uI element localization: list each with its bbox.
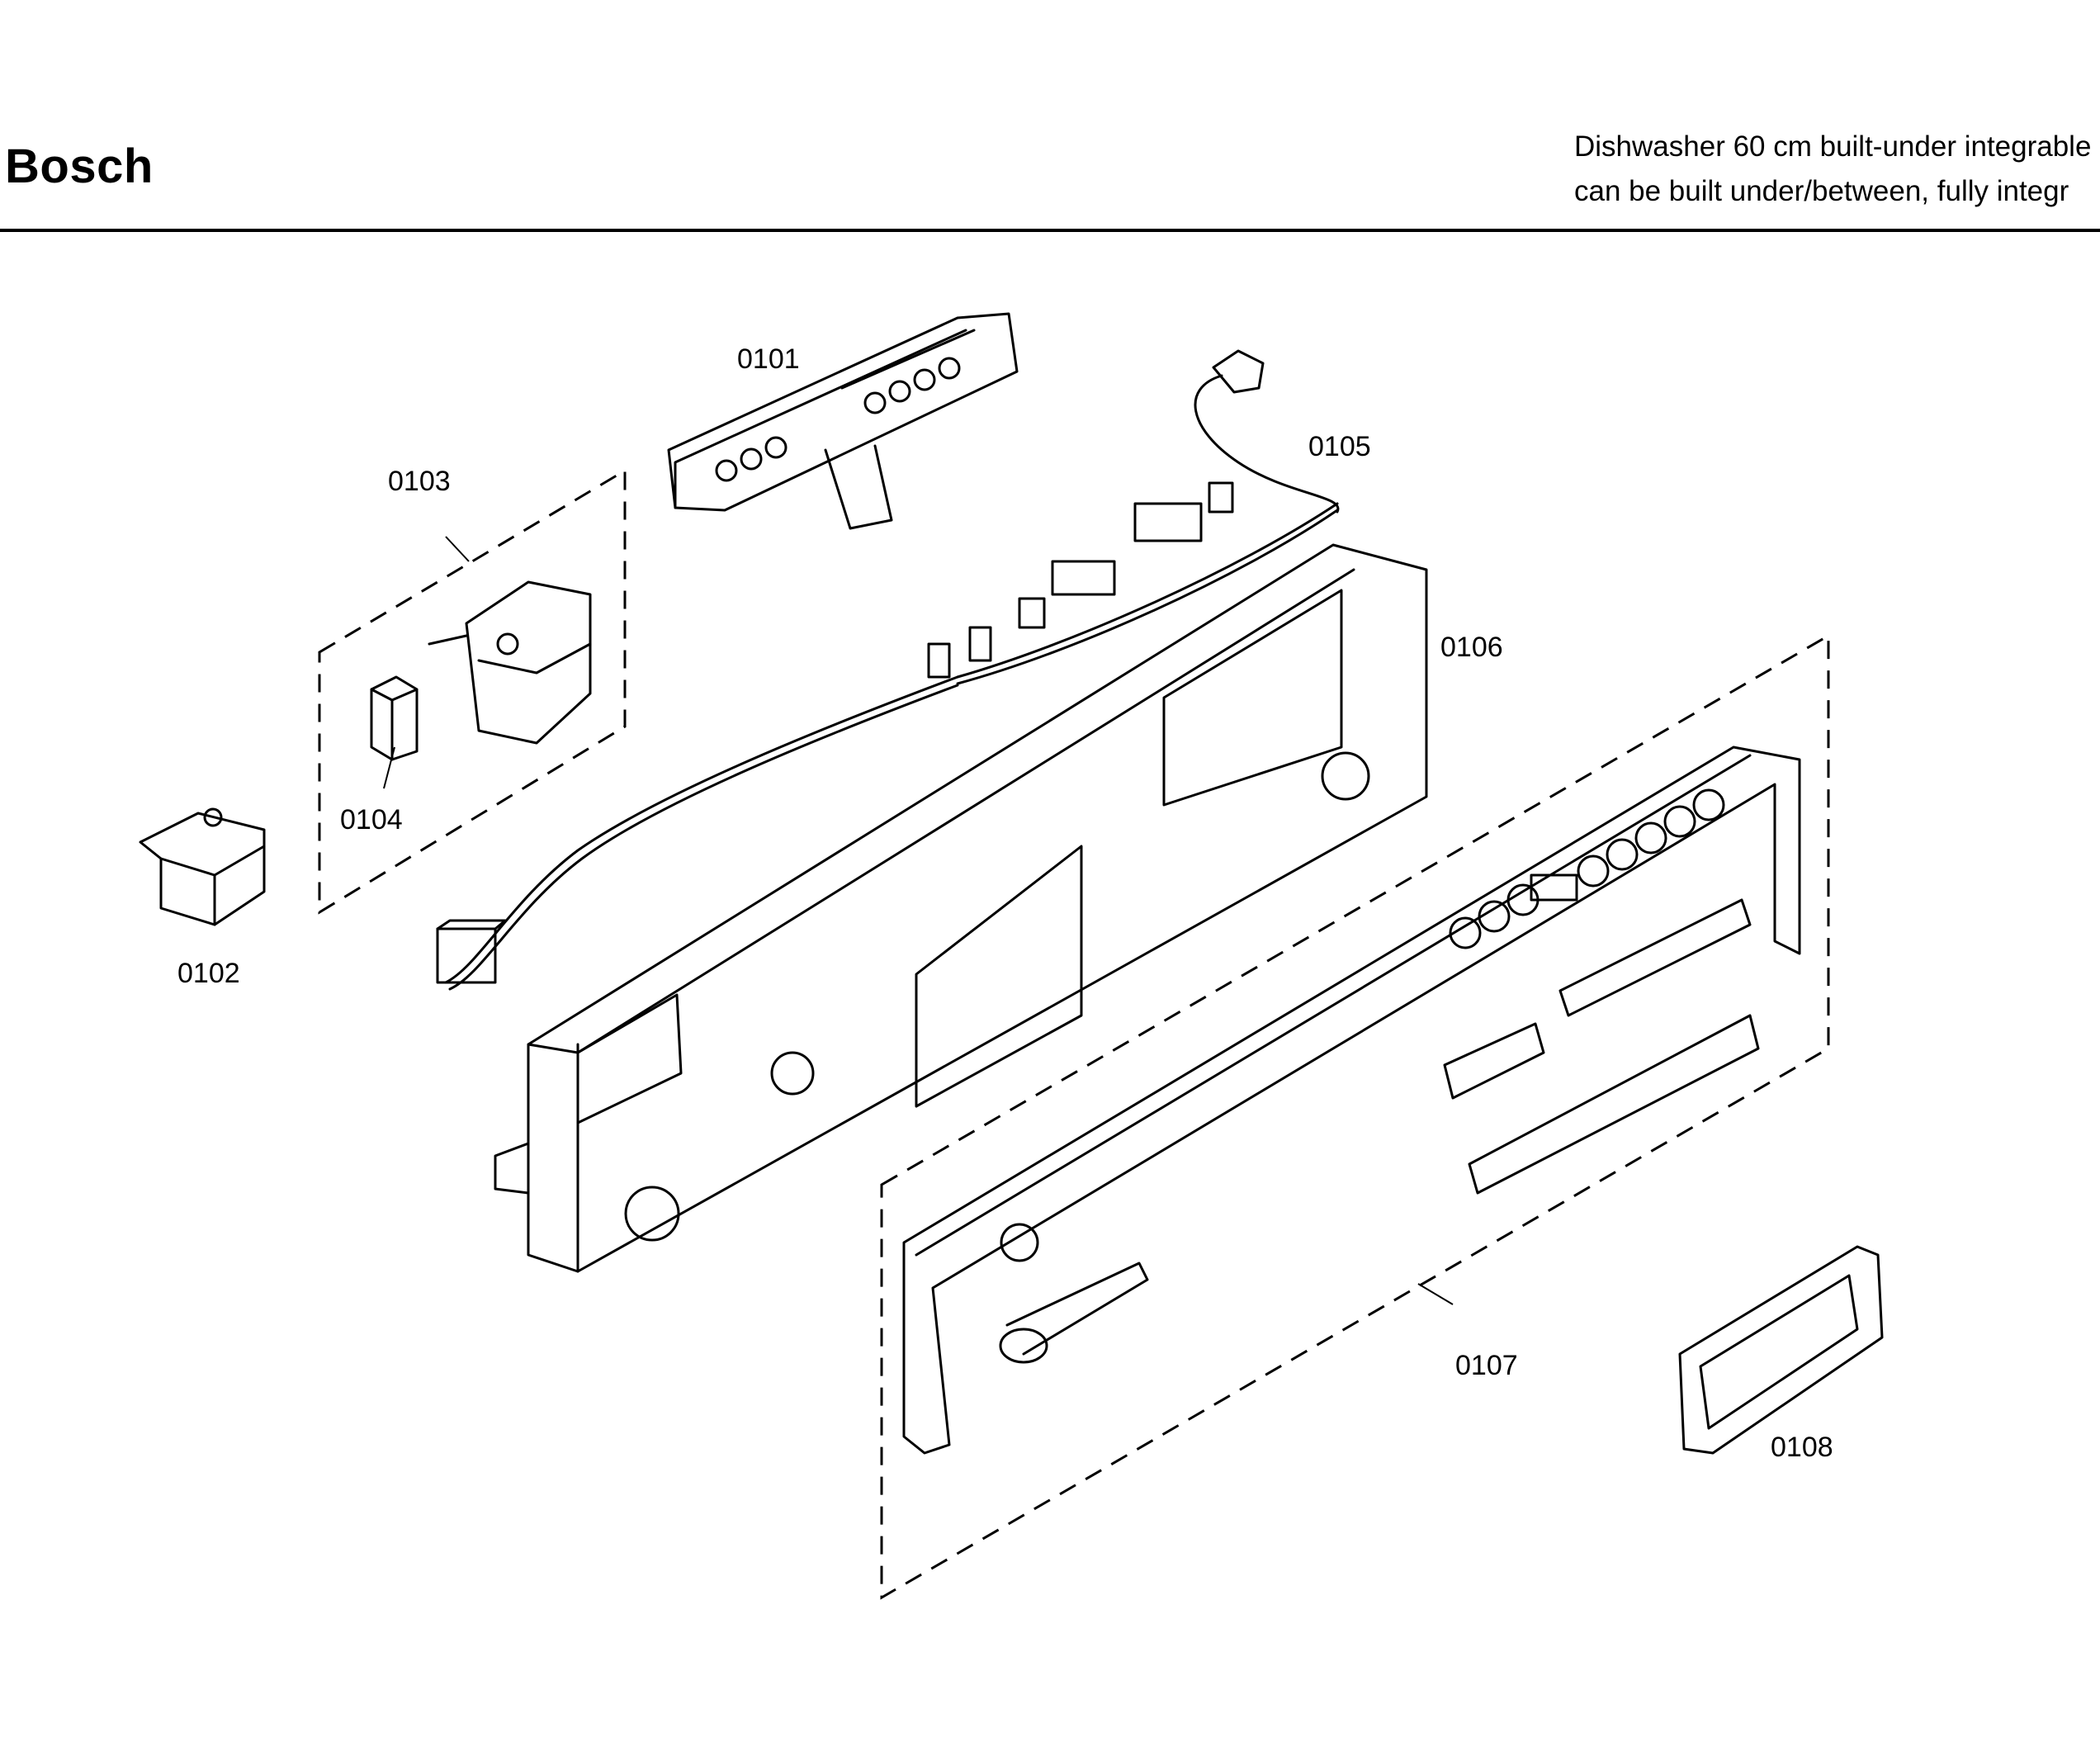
- part-label-0105: 0105: [1308, 431, 1371, 462]
- leader-0104: [383, 746, 395, 789]
- product-description-line-1: Dishwasher 60 cm built-under integrable: [1574, 130, 2092, 163]
- part-label-0106: 0106: [1440, 632, 1503, 663]
- part-label-0104: 0104: [340, 804, 403, 836]
- header-divider: [0, 229, 2100, 232]
- brand-title: Bosch: [5, 140, 154, 193]
- product-description-line-2: can be built under/between, fully integr: [1574, 175, 2069, 207]
- part-0101-control-module[interactable]: [667, 312, 1019, 530]
- part-0105-wiring-harness[interactable]: [436, 349, 1340, 991]
- part-0103-door-lock[interactable]: [428, 580, 592, 745]
- part-0108-handle[interactable]: [1678, 1245, 1884, 1455]
- part-label-0107: 0107: [1455, 1350, 1518, 1381]
- part-0106-panel-frame[interactable]: [494, 543, 1428, 1273]
- leader-0107: [1417, 1283, 1454, 1305]
- leader-0103: [445, 536, 470, 562]
- group-outline-0107: [880, 633, 1830, 1600]
- part-0102-component[interactable]: [139, 807, 266, 926]
- part-0107-fascia-panel[interactable]: [902, 746, 1801, 1455]
- part-label-0102: 0102: [177, 958, 240, 989]
- part-0104-relay[interactable]: [370, 675, 419, 761]
- part-label-0103: 0103: [388, 466, 451, 497]
- part-label-0101: 0101: [737, 343, 800, 375]
- group-outline-0103: [318, 468, 627, 915]
- part-label-0108: 0108: [1771, 1432, 1833, 1463]
